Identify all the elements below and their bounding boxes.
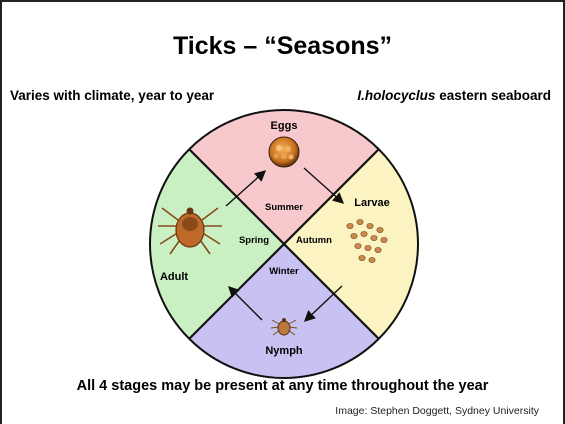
- season-label-winter: Winter: [269, 266, 299, 277]
- larva-dot: [375, 247, 381, 252]
- species-name: I.holocyclus: [357, 88, 435, 103]
- footer-note: All 4 stages may be present at any time …: [2, 378, 563, 394]
- larva-dot: [347, 223, 353, 228]
- larva-dot: [365, 245, 371, 250]
- species-note: I.holocyclus eastern seaboard: [357, 88, 551, 103]
- stage-label-adult: Adult: [160, 271, 188, 283]
- larva-dot: [371, 235, 377, 240]
- larva-dot: [361, 231, 367, 236]
- larva-dot: [367, 223, 373, 228]
- larva-dot: [359, 255, 365, 260]
- stage-label-nymph: Nymph: [265, 345, 303, 357]
- slide-title: Ticks – “Seasons”: [2, 32, 563, 61]
- season-label-spring: Spring: [239, 235, 269, 246]
- larva-dot: [357, 219, 363, 224]
- season-label-autumn: Autumn: [296, 235, 332, 246]
- life-cycle-wheel: Eggs Larvae Nymph Adult Summer Autumn Wi…: [148, 108, 420, 380]
- species-region: eastern seaboard: [435, 88, 551, 103]
- larva-dot: [355, 243, 361, 248]
- larva-dot: [377, 227, 383, 232]
- stage-label-larvae: Larvae: [354, 197, 389, 209]
- stage-label-eggs: Eggs: [271, 120, 298, 132]
- climate-note: Varies with climate, year to year: [10, 88, 214, 103]
- eggs-image: [269, 137, 299, 167]
- season-label-summer: Summer: [265, 202, 303, 213]
- larva-dot: [381, 237, 387, 242]
- image-credit: Image: Stephen Doggett, Sydney Universit…: [335, 405, 539, 417]
- larva-dot: [369, 257, 375, 262]
- larva-dot: [351, 233, 357, 238]
